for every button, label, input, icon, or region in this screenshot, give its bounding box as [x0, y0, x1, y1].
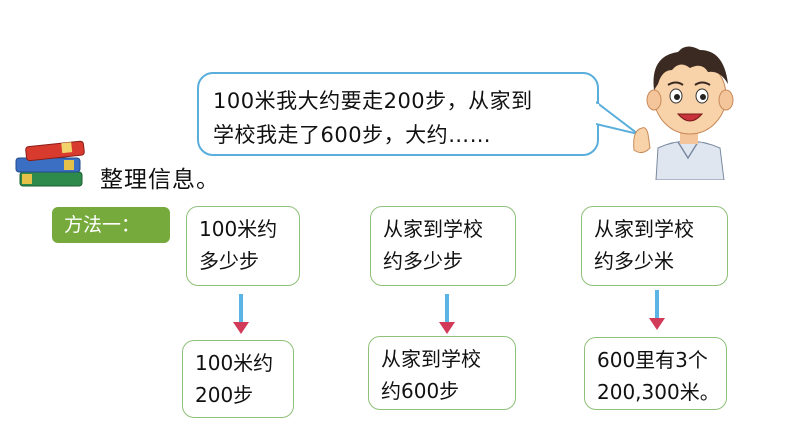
boy-illustration: [633, 46, 734, 180]
question-3-line-2: 约多少米: [594, 249, 674, 273]
answer-box-2: 从家到学校 约600步: [368, 336, 516, 410]
question-box-1: 100米约 多少步: [186, 206, 300, 286]
method-label: 方法一：: [52, 207, 170, 243]
question-box-3: 从家到学校 约多少米: [581, 206, 728, 286]
answer-1-line-2: 200步: [195, 383, 254, 407]
question-1-line-2: 多少步: [199, 249, 259, 273]
answer-3-line-1: 600里有3个: [597, 348, 708, 372]
question-box-2: 从家到学校 约多少步: [370, 206, 516, 286]
speech-line-2: 学校我走了600步，大约……: [213, 123, 492, 147]
question-1-line-1: 100米约: [199, 217, 278, 241]
speech-bubble: 100米我大约要走200步，从家到 学校我走了600步，大约……: [197, 72, 599, 156]
section-heading: 整理信息。: [100, 167, 220, 193]
question-2-line-1: 从家到学校: [383, 217, 483, 241]
question-3-line-1: 从家到学校: [594, 217, 694, 241]
down-arrow-1: [233, 294, 249, 334]
down-arrow-2: [439, 294, 455, 334]
answer-2-line-2: 约600步: [381, 379, 460, 403]
answer-box-1: 100米约 200步: [182, 340, 294, 418]
books-icon: [15, 140, 85, 187]
speech-line-1: 100米我大约要走200步，从家到: [213, 89, 533, 113]
answer-3-line-2: 200,300米。: [597, 380, 720, 404]
down-arrow-3: [649, 290, 665, 330]
answer-box-3: 600里有3个 200,300米。: [584, 337, 727, 410]
answer-1-line-1: 100米约: [195, 351, 274, 375]
answer-2-line-1: 从家到学校: [381, 347, 481, 371]
question-2-line-2: 约多少步: [383, 249, 463, 273]
